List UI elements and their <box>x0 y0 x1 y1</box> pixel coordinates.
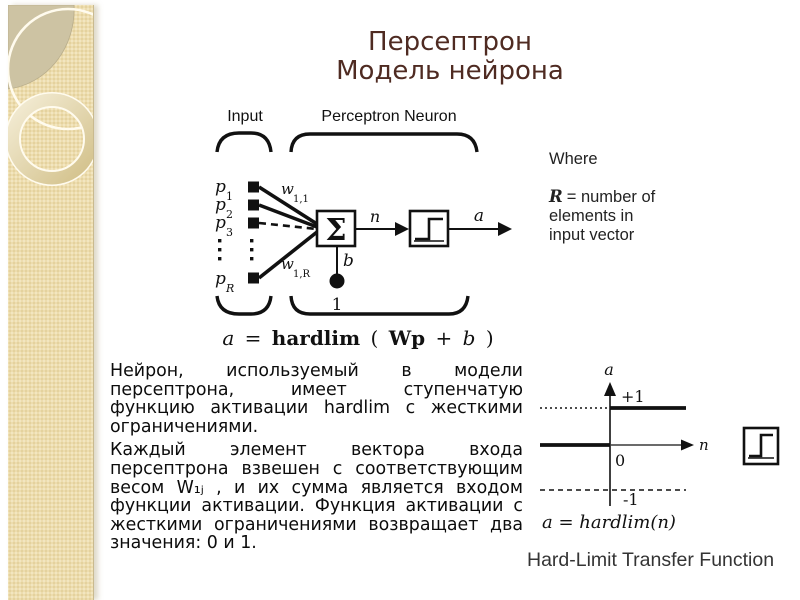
body-text: Нейрон, используемый в модели персептрон… <box>110 362 523 553</box>
input-p1-sub: 1 <box>226 190 233 203</box>
input-p3-sub: 3 <box>226 226 233 239</box>
input-p2-label: p <box>215 195 226 215</box>
input-group-label: Input <box>227 108 263 125</box>
weight-line-3-dashed <box>258 221 318 231</box>
formula-a: a <box>222 326 235 350</box>
output-label: a <box>474 206 484 226</box>
body-line: весом W₁ⱼ , и их сумма является входом <box>110 477 523 498</box>
neuron-group-label: Perceptron Neuron <box>321 108 456 125</box>
sum-symbol: Σ <box>325 213 346 248</box>
weight-last-sub: 1,R <box>293 269 311 280</box>
where-line-1-text: = number of <box>566 188 656 206</box>
perceptron-diagram: Input Perceptron Neuron p 1 p 2 p 3 p R <box>215 108 512 316</box>
formula-plus: + <box>435 326 453 350</box>
graph-caption: Hard-Limit Transfer Function <box>527 549 775 571</box>
weight-first-label: w <box>281 180 294 198</box>
where-line-2: elements in <box>549 207 634 225</box>
transfer-formula: a = hardlim(n) <box>542 512 676 533</box>
ring-inner-outline <box>19 106 85 172</box>
sum-box <box>315 209 357 248</box>
input-pR-label: p <box>215 269 226 289</box>
input-nodes <box>248 181 259 284</box>
input-top-brace <box>215 131 273 153</box>
graph-minus-one-label: -1 <box>623 490 639 509</box>
body-line: функции активации. Функция активации с <box>110 496 523 517</box>
title-line-2: Модель нейрона <box>336 56 564 86</box>
net-label: n <box>370 207 380 226</box>
body-line: ограничениями. <box>110 416 259 437</box>
neuron-output-formula: a = hardlim ( Wp + b ) <box>193 326 523 350</box>
graph-x-axis-label: n <box>699 436 709 454</box>
formula-bias: b <box>462 326 476 350</box>
neuron-bottom-brace <box>289 295 470 316</box>
paragraph-1: Нейрон, используемый в модели персептрон… <box>110 362 523 436</box>
corner-shape <box>8 5 75 90</box>
net-arrowhead <box>395 222 409 236</box>
graph-x-arrowhead <box>681 439 694 451</box>
input-p1-label: p <box>215 177 226 197</box>
input-p2-sub: 2 <box>226 208 233 221</box>
graph-y-axis-label: a <box>604 360 614 379</box>
bias-node <box>329 273 345 289</box>
weight-line-2 <box>258 203 318 229</box>
input-bottom-brace <box>215 295 273 316</box>
formula-close-paren: ) <box>485 326 494 350</box>
neuron-top-brace <box>289 132 479 153</box>
bias-label: b <box>343 251 354 271</box>
output-arrowhead <box>498 222 512 236</box>
where-line-3: input vector <box>549 226 635 244</box>
body-line: Нейрон, используемый в модели <box>110 361 523 381</box>
where-note: Where R= number of elements in input vec… <box>549 150 655 245</box>
input-ellipsis-dots <box>218 239 254 261</box>
bias-input-value: 1 <box>332 295 343 315</box>
slide-title: Персептрон Модель нейрона <box>110 28 790 86</box>
graph-y-arrowhead <box>604 382 616 396</box>
formula-weights: Wp <box>388 326 426 350</box>
thin-circle-outline <box>8 7 93 131</box>
formula-open-paren: ( <box>370 326 379 350</box>
ring <box>8 93 93 185</box>
graph-origin-label: 0 <box>615 451 625 470</box>
body-line: персептрона взвешен с соответствующим <box>110 458 523 479</box>
input-pR-sub: R <box>225 282 234 295</box>
graph-plus-one-label: +1 <box>621 387 645 406</box>
body-line: персептрона, имеет ступенчатую <box>110 379 523 400</box>
paragraph-2: Каждый элемент вектора входа персептрона… <box>110 441 523 553</box>
hardlim-icon <box>742 426 780 466</box>
where-heading: Where <box>549 150 598 168</box>
hardlim-box-step-icon <box>415 217 443 241</box>
weight-last-label: w <box>281 255 294 273</box>
weight-line-R <box>257 230 319 280</box>
formula-fn: hardlim <box>271 326 361 350</box>
sidebar-decoration <box>8 5 94 600</box>
transfer-function-graph: a +1 n 0 -1 a = hardlim(n) <box>540 360 709 533</box>
r-symbol: R <box>549 187 563 206</box>
body-line: жесткими ограничениями возвращает два <box>110 514 523 535</box>
input-p3-label: p <box>215 213 226 233</box>
ring-outer-outline <box>8 92 93 186</box>
body-line: значения: 0 и 1. <box>110 533 257 554</box>
formula-eq: = <box>244 326 262 350</box>
title-line-1: Персептрон <box>368 27 532 57</box>
body-line: Каждый элемент вектора входа <box>110 440 523 461</box>
body-line: функцию активации hardlim с жесткими <box>110 398 523 419</box>
weight-first-sub: 1,1 <box>293 194 309 205</box>
weight-line-1 <box>258 185 318 226</box>
where-line-1: R= number of <box>549 187 655 207</box>
sidebar-circles-art <box>8 5 93 186</box>
